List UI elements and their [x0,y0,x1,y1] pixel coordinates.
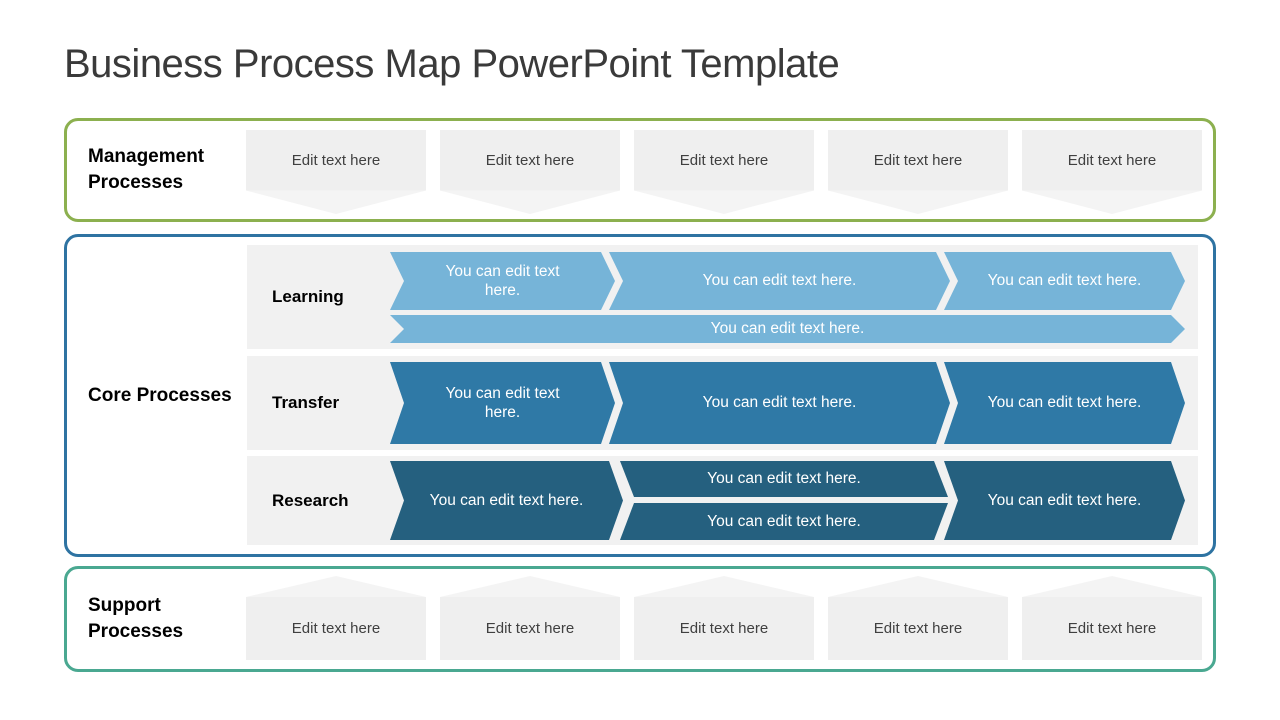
core-section [64,234,1216,557]
placeholder-text: Edit text here [873,152,963,169]
research-row-label: Research [272,490,349,510]
research-arrow-1[interactable]: You can edit text here. [390,461,623,540]
learning-arrow-1[interactable]: You can edit text here. [390,252,615,310]
support-section [64,566,1216,672]
arrow-text: You can edit text here. [445,384,560,421]
support-placeholder-3[interactable]: Edit text here [634,576,814,660]
learning-arrow-3[interactable]: You can edit text here. [944,252,1185,310]
arrow-text: You can edit text here. [710,320,865,338]
placeholder-text: Edit text here [291,152,381,169]
research-arrow-3[interactable]: You can edit text here. [620,503,948,540]
arrow-text: You can edit text here. [987,272,1142,290]
support-placeholder-1[interactable]: Edit text here [246,576,426,660]
learning-row-label: Learning [272,287,344,306]
slide-title: Business Process Map PowerPoint Template [64,42,840,86]
arrow-text: You can edit text here. [987,491,1142,509]
core-section-label: Core Processes [88,384,232,406]
learning-arrow-long[interactable]: You can edit text here. [390,315,1185,343]
placeholder-text: Edit text here [1067,152,1157,169]
support-placeholder-5[interactable]: Edit text here [1022,576,1202,660]
management-section [64,118,1216,222]
support-placeholder-4[interactable]: Edit text here [828,576,1008,660]
arrow-text: You can edit text here. [707,512,861,530]
placeholder-text: Edit text here [485,152,575,169]
management-section-label: Management Processes [88,146,205,193]
learning-arrow-2[interactable]: You can edit text here. [609,252,950,310]
placeholder-text: Edit text here [485,620,575,637]
transfer-row-label: Transfer [272,393,340,412]
placeholder-text: Edit text here [873,620,963,637]
support-section-label: Support Processes [88,595,184,642]
transfer-arrow-1[interactable]: You can edit text here. [390,362,615,444]
research-arrow-2[interactable]: You can edit text here. [620,461,948,497]
placeholder-text: Edit text here [679,152,769,169]
support-placeholder-2[interactable]: Edit text here [440,576,620,660]
arrow-text: You can edit text here. [707,470,861,488]
arrow-text: You can edit text here. [429,491,584,509]
placeholder-text: Edit text here [679,620,769,637]
arrow-text: You can edit text here. [702,272,857,290]
arrow-text: You can edit text here. [445,262,560,299]
transfer-arrow-2[interactable]: You can edit text here. [609,362,950,444]
transfer-arrow-3[interactable]: You can edit text here. [944,362,1185,444]
arrow-text: You can edit text here. [987,394,1142,412]
placeholder-text: Edit text here [1067,620,1157,637]
research-arrow-4[interactable]: You can edit text here. [944,461,1185,540]
placeholder-text: Edit text here [291,620,381,637]
arrow-text: You can edit text here. [702,394,857,412]
